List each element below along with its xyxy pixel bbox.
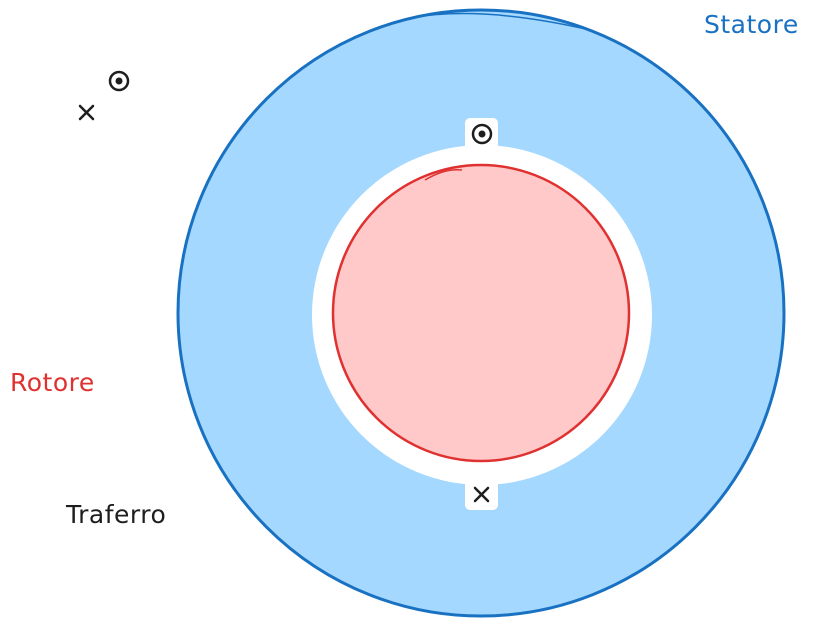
rotor[interactable] <box>331 163 631 463</box>
dot-in-circle-icon <box>471 123 493 145</box>
label-air-gap: Traferro <box>66 500 167 529</box>
label-stator: Statore <box>704 10 799 39</box>
rotor-sketch-stroke <box>424 168 463 181</box>
stator-sketch-stroke <box>409 12 591 31</box>
dot-in-circle-icon <box>108 70 130 92</box>
label-rotor: Rotore <box>10 368 95 397</box>
cross-icon <box>473 486 490 503</box>
cross-icon <box>78 104 95 121</box>
